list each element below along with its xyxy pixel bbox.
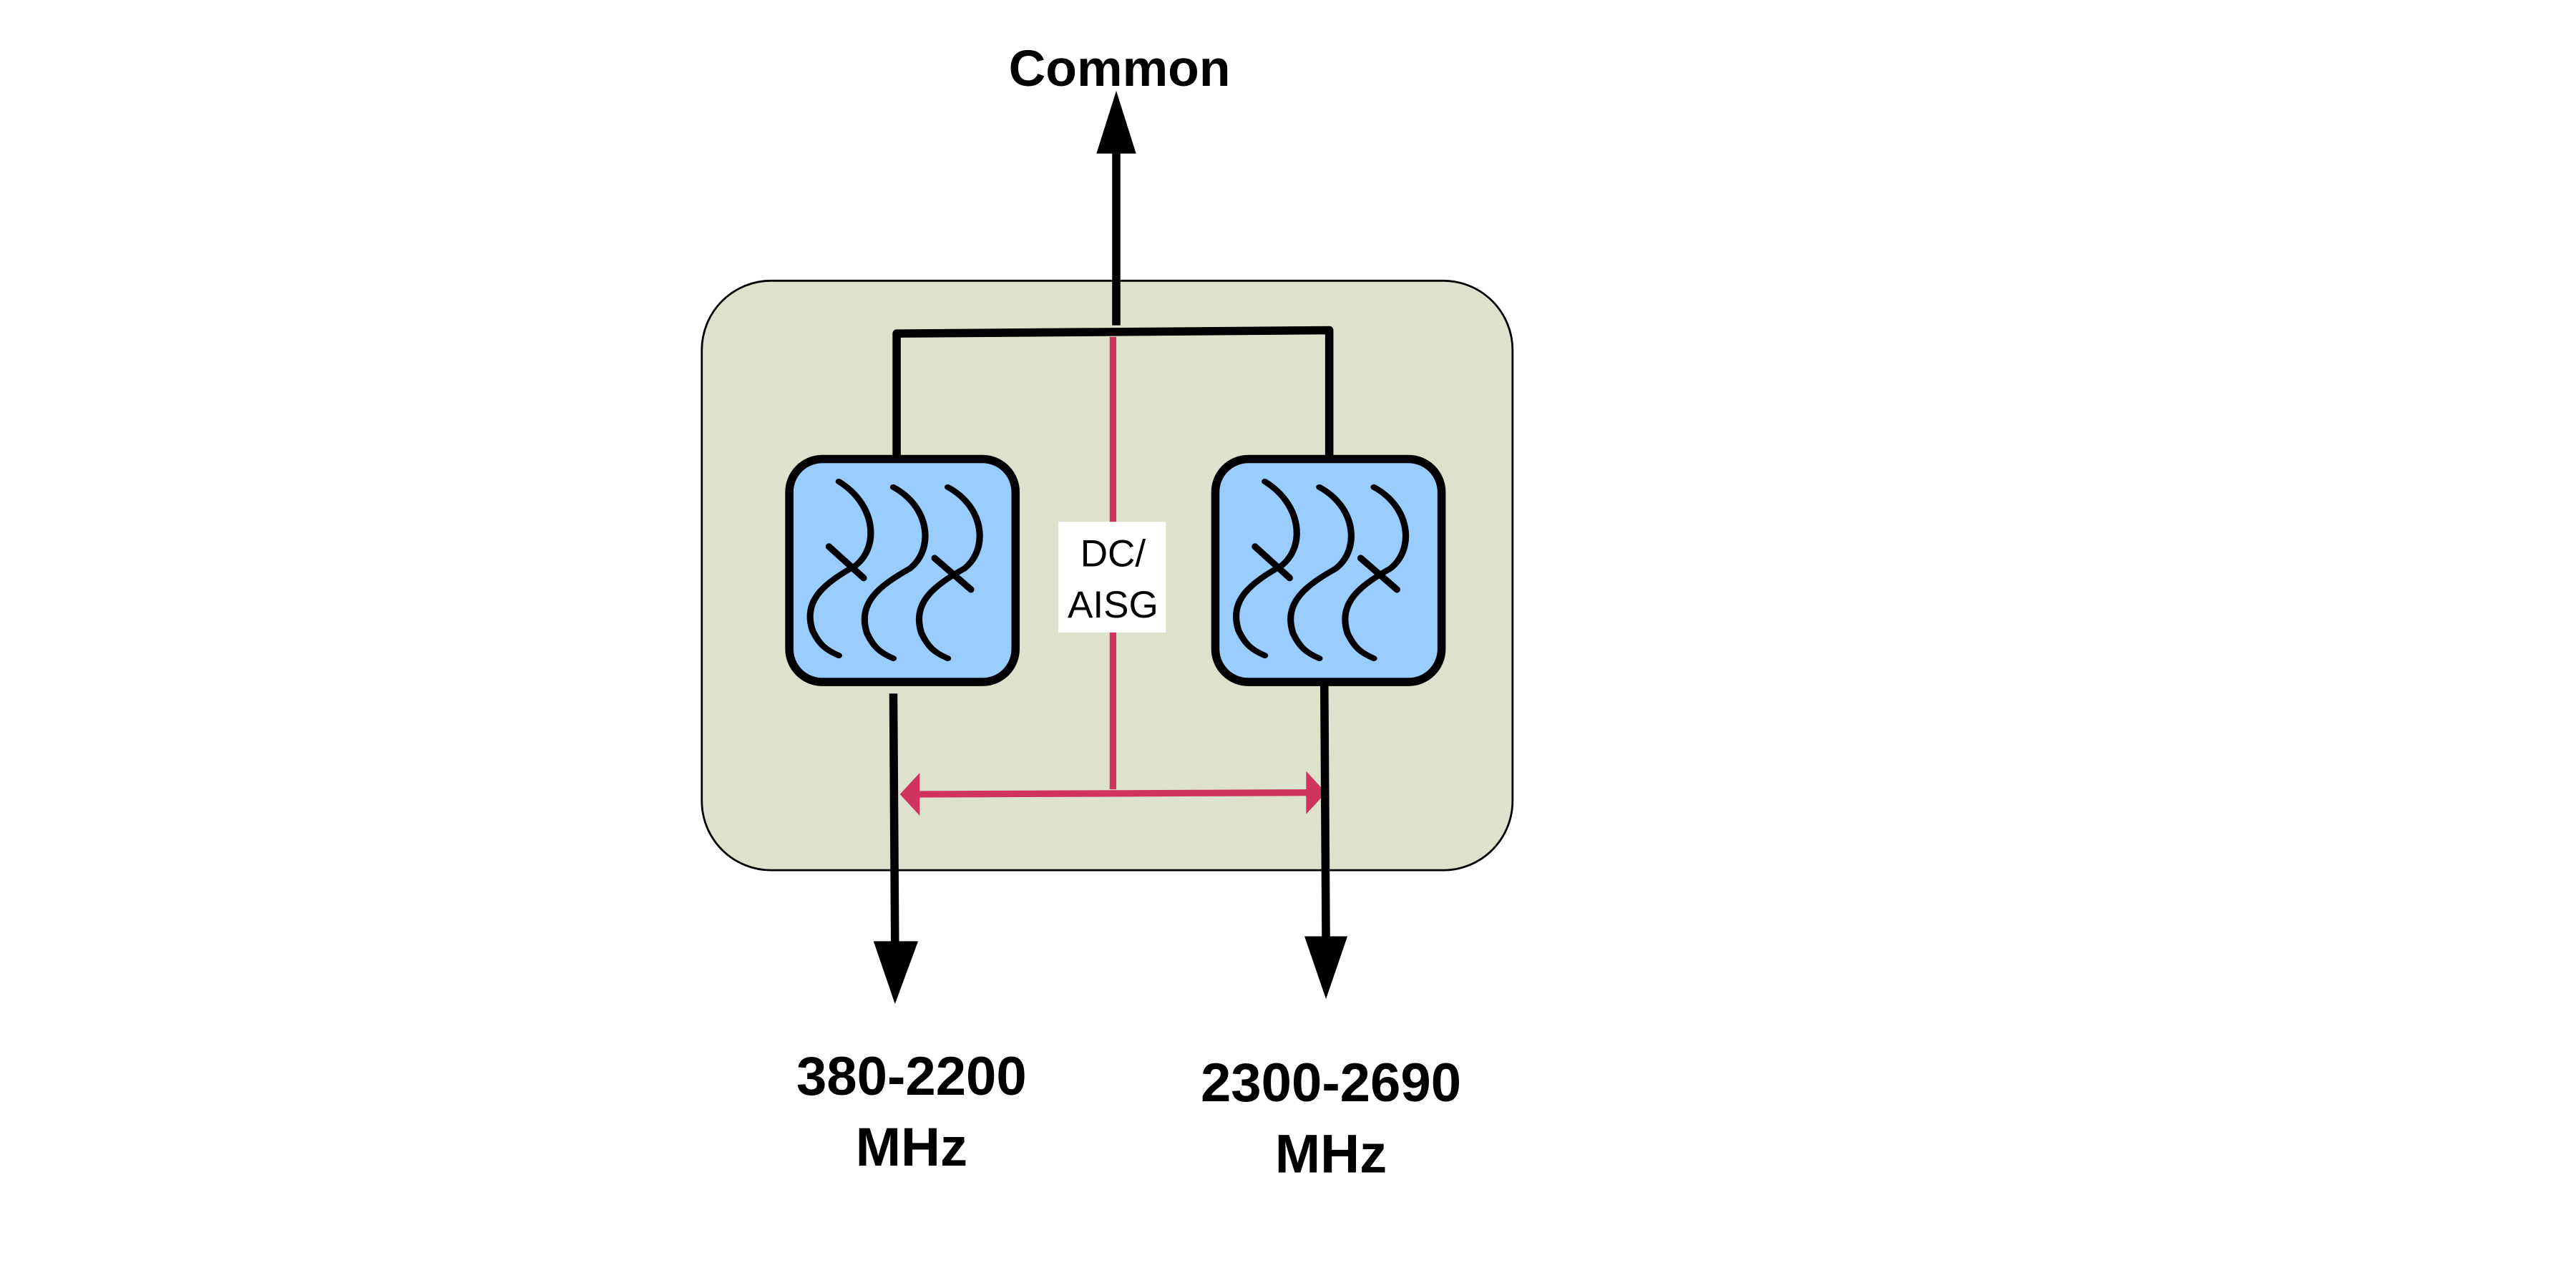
filter-right-icon — [1215, 459, 1441, 683]
right-port-unit: MHz — [1275, 1123, 1387, 1184]
right-arrowhead-icon — [1304, 936, 1348, 1000]
dc-label-line2: AISG — [1068, 584, 1158, 626]
common-label: Common — [1009, 40, 1231, 97]
dc-arrowhead-left-icon — [899, 773, 920, 816]
left-output-line — [889, 693, 899, 945]
right-port-band: 2300-2690 — [1201, 1053, 1461, 1113]
dc-label-line1: DC/ — [1080, 533, 1146, 575]
dc-label-box — [1058, 522, 1166, 633]
filter-left-icon — [789, 459, 1015, 683]
common-arrowhead-icon — [1096, 90, 1136, 154]
left-port-unit: MHz — [856, 1117, 967, 1178]
left-arrowhead-icon — [873, 941, 919, 1005]
left-port-band: 380-2200 — [796, 1046, 1027, 1107]
rf-bus — [892, 326, 1334, 459]
right-output-line — [1320, 685, 1330, 942]
dc-arrowhead-right-icon — [1306, 771, 1327, 814]
dc-horizontal-line — [918, 789, 1308, 798]
